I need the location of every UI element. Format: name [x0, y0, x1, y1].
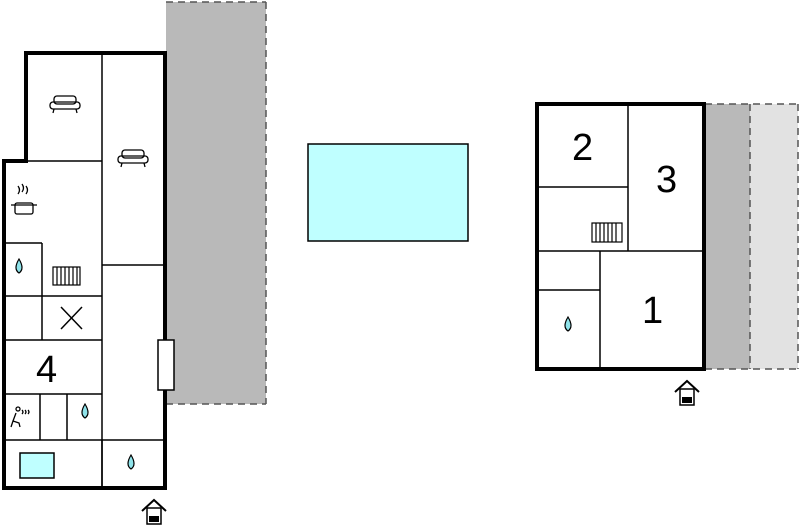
- water-drop-icon: [81, 402, 89, 419]
- water-drop-icon: [564, 315, 572, 332]
- right-building-outline: [535, 102, 706, 371]
- water-drop-icon: [127, 453, 135, 470]
- left-building-interior: [4, 53, 165, 488]
- radiator-icon: [52, 266, 81, 286]
- room-1-label: 1: [642, 290, 663, 332]
- stairs-icon: [60, 306, 83, 330]
- sauna-icon: [10, 406, 30, 428]
- room-2-label: 2: [572, 127, 593, 169]
- room-4-label: 4: [36, 349, 57, 391]
- window: [157, 339, 175, 391]
- terrace-right: [705, 103, 799, 370]
- sofa-icon: [49, 95, 81, 114]
- radiator-icon: [591, 222, 623, 243]
- water-drop-icon: [15, 257, 23, 274]
- right-building-interior: [537, 104, 704, 369]
- entrance-icon: [141, 498, 167, 525]
- pool: [307, 143, 469, 242]
- room-3-label: 3: [656, 159, 677, 201]
- terrace-left: [166, 1, 267, 405]
- sofa-icon: [117, 149, 149, 168]
- entrance-icon: [674, 379, 700, 406]
- left-building-outline: [2, 51, 167, 490]
- cooking-pot-icon: [11, 183, 37, 215]
- bathtub-icon: [19, 452, 55, 479]
